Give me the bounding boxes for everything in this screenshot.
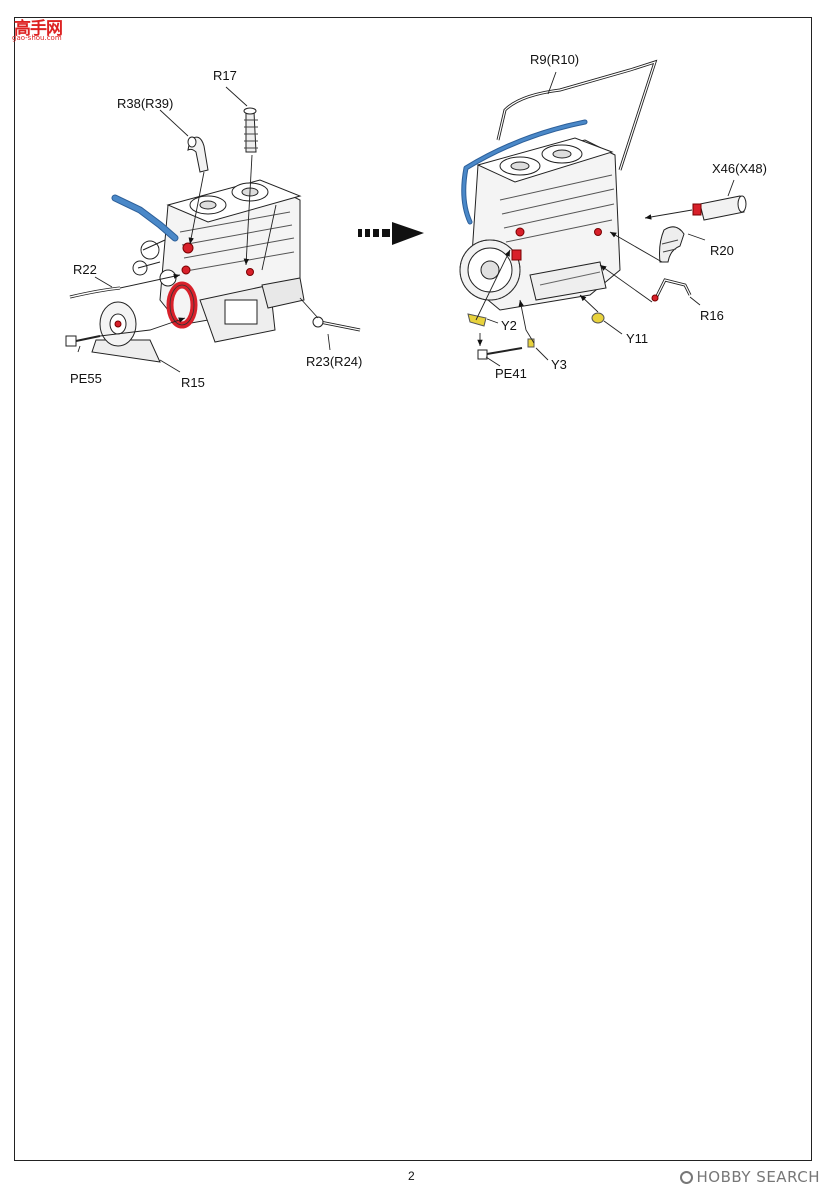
label-r9: R9(R10) xyxy=(530,52,580,67)
part-x46-tube xyxy=(692,195,747,221)
left-engine xyxy=(111,179,305,343)
part-pe41-bolt xyxy=(477,347,523,360)
label-pe41: PE41 xyxy=(495,366,527,381)
label-r38: R38(R39) xyxy=(117,96,174,111)
part-r38-elbow xyxy=(187,136,209,173)
label-r16: R16 xyxy=(700,308,724,323)
part-r23-rod xyxy=(312,316,361,332)
label-y11: Y11 xyxy=(626,331,649,346)
part-y2-bracket xyxy=(467,313,487,327)
part-y11-ring xyxy=(591,312,605,324)
page-number: 2 xyxy=(408,1169,415,1183)
logo-url: gao-shou.com xyxy=(12,34,62,42)
label-pe55: PE55 xyxy=(70,371,102,386)
watermark-logo-icon xyxy=(679,1171,693,1184)
label-x46: X46(X48) xyxy=(712,161,767,176)
part-r17-hose xyxy=(243,107,258,153)
step-arrow xyxy=(358,222,424,245)
right-engine xyxy=(459,119,621,311)
watermark-text: HOBBY SEARCH xyxy=(696,1168,820,1186)
part-y3-clip xyxy=(527,338,535,348)
right-leader-lines xyxy=(475,71,735,367)
page-frame xyxy=(14,17,812,1161)
part-pe55-bolt xyxy=(65,335,101,347)
left-leader-lines xyxy=(77,86,331,373)
part-r20-elbow xyxy=(659,226,685,263)
label-y3: Y3 xyxy=(551,357,567,372)
logo-brand: 高手网 xyxy=(14,19,63,39)
label-r17: R17 xyxy=(213,68,237,83)
label-r20: R20 xyxy=(710,243,734,258)
label-r15: R15 xyxy=(181,375,205,390)
label-r23: R23(R24) xyxy=(306,354,363,369)
label-y2: Y2 xyxy=(501,318,517,333)
hobby-search-watermark: HOBBY SEARCH xyxy=(679,1168,820,1186)
site-logo: 高手网 gao-shou.com xyxy=(4,6,74,42)
label-r22: R22 xyxy=(73,262,97,277)
part-r15-bracket xyxy=(91,301,161,363)
